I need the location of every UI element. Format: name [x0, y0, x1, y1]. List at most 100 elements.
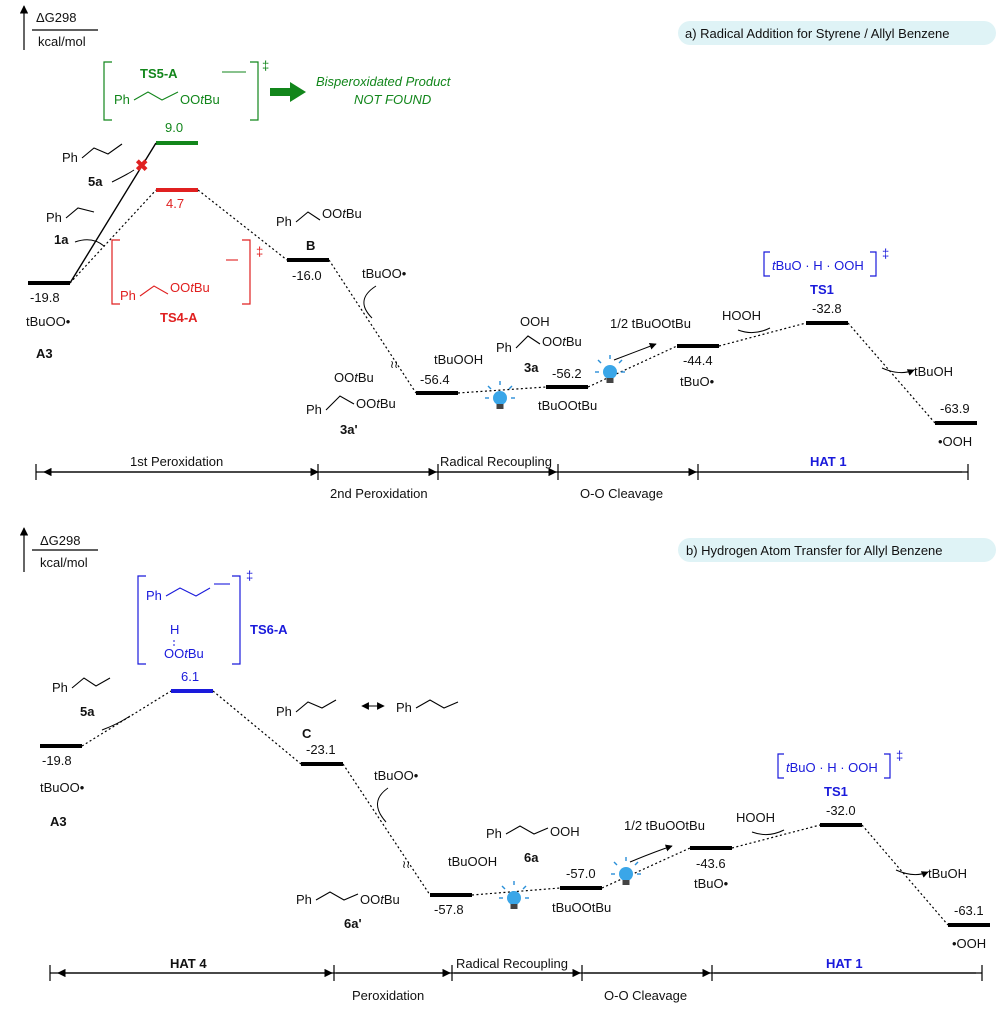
label-TS1: TS1 — [810, 282, 834, 297]
svg-text:Ph: Ph — [146, 588, 162, 603]
value-3a-prime: -56.4 — [420, 372, 450, 387]
stage-label: HAT 4 — [170, 956, 207, 971]
species-tBuOO-add: tBuOO• — [362, 266, 407, 281]
axis-unit: kcal/mol — [38, 34, 86, 49]
value-TS4A: 4.7 — [166, 196, 184, 211]
svg-text:≀≀: ≀≀ — [402, 859, 410, 871]
stage-label: Radical Recoupling — [440, 454, 552, 469]
value-final: -63.1 — [954, 903, 984, 918]
species-HOOH: HOOH — [736, 810, 775, 825]
species-tBuOOH: tBuOOH — [434, 352, 483, 367]
svg-text:Ph: Ph — [276, 704, 292, 719]
label-6a: 6a — [524, 850, 539, 865]
panel-b: ΔG298 kcal/mol b) Hydrogen Atom Transfer… — [19, 527, 996, 1003]
svg-text:‡: ‡ — [262, 58, 269, 73]
stage-label: HAT 1 — [810, 454, 847, 469]
stage-label: O-O Cleavage — [604, 988, 687, 1003]
panel-title: a) Radical Addition for Styrene / Allyl … — [685, 26, 949, 41]
species-tBuO: tBuO• — [694, 876, 729, 891]
species-OOH: •OOH — [938, 434, 972, 449]
species-tBuOO-start: tBuOO• — [26, 314, 71, 329]
svg-text:✖: ✖ — [135, 158, 148, 175]
stage-label: HAT 1 — [826, 956, 863, 971]
svg-text:OOtBu: OOtBu — [360, 892, 400, 907]
svg-text:OOtBu: OOtBu — [542, 334, 582, 349]
svg-text:Ph: Ph — [52, 680, 68, 695]
species-tBuOO-start: tBuOO• — [40, 780, 85, 795]
label-B: B — [306, 238, 315, 253]
value-3a: -56.2 — [552, 366, 582, 381]
svg-text:Ph: Ph — [62, 150, 78, 165]
value-6a: -57.0 — [566, 866, 596, 881]
stage-label: 1st Peroxidation — [130, 454, 223, 469]
species-OOH: •OOH — [952, 936, 986, 951]
value-cleave: -44.4 — [683, 353, 713, 368]
species-half-tBuOOtBu: 1/2 tBuOOtBu — [610, 316, 691, 331]
svg-text:Ph: Ph — [296, 892, 312, 907]
stage-label: O-O Cleavage — [580, 486, 663, 501]
value-6a-prime: -57.8 — [434, 902, 464, 917]
svg-text:tBuO · H · OOH: tBuO · H · OOH — [786, 760, 878, 775]
svg-text:OOH: OOH — [550, 824, 580, 839]
label-6a-prime: 6a' — [344, 916, 362, 931]
species-tBuOH: tBuOH — [928, 866, 967, 881]
panel-title: b) Hydrogen Atom Transfer for Allyl Benz… — [686, 543, 943, 558]
value-TS5A: 9.0 — [165, 120, 183, 135]
axis-label: ΔG298 — [36, 10, 77, 25]
label-A3: A3 — [50, 814, 67, 829]
light-bulb-icon — [484, 380, 516, 410]
svg-text:Ph: Ph — [496, 340, 512, 355]
axis-label: ΔG298 — [40, 533, 81, 548]
svg-text:‡: ‡ — [246, 568, 253, 583]
species-tBuOOH: tBuOOH — [448, 854, 497, 869]
svg-text:OOtBu: OOtBu — [356, 396, 396, 411]
svg-text:≀≀: ≀≀ — [390, 359, 398, 371]
value-TS1: -32.0 — [826, 803, 856, 818]
note-bisperox-2: NOT FOUND — [354, 92, 431, 107]
value-TS1: -32.8 — [812, 301, 842, 316]
label-5a: 5a — [80, 704, 95, 719]
label-A3: A3 — [36, 346, 53, 361]
label-TS6A: TS6-A — [250, 622, 288, 637]
panel-a: ΔG298 kcal/mol a) Radical Addition for S… — [19, 5, 996, 501]
label-TS1: TS1 — [824, 784, 848, 799]
value-C: -23.1 — [306, 742, 336, 757]
species-tBuO: tBuO• — [680, 374, 715, 389]
svg-text:Ph: Ph — [276, 214, 292, 229]
stage-label: Peroxidation — [352, 988, 424, 1003]
axis-unit: kcal/mol — [40, 555, 88, 570]
species-tBuOOtBu: tBuOOtBu — [538, 398, 597, 413]
value-cleave: -43.6 — [696, 856, 726, 871]
svg-text:Ph: Ph — [120, 288, 136, 303]
stage-label: 2nd Peroxidation — [330, 486, 428, 501]
svg-text:OOH: OOH — [520, 314, 550, 329]
svg-text:Ph: Ph — [114, 92, 130, 107]
svg-text:OOtBu: OOtBu — [334, 370, 374, 385]
svg-text:Ph: Ph — [486, 826, 502, 841]
value-A3: -19.8 — [30, 290, 60, 305]
svg-text:OOtBu: OOtBu — [164, 646, 204, 661]
stage-label: Radical Recoupling — [456, 956, 568, 971]
label-TS4A: TS4-A — [160, 310, 198, 325]
svg-text:OOtBu: OOtBu — [180, 92, 220, 107]
svg-text:‡: ‡ — [896, 748, 903, 763]
svg-text:Ph: Ph — [46, 210, 62, 225]
svg-text:Ph: Ph — [396, 700, 412, 715]
value-A3: -19.8 — [42, 753, 72, 768]
species-tBuOO-add: tBuOO• — [374, 768, 419, 783]
svg-text:H: H — [170, 622, 179, 637]
value-TS6A: 6.1 — [181, 669, 199, 684]
label-3a: 3a — [524, 360, 539, 375]
svg-text:‡: ‡ — [882, 246, 889, 261]
svg-text:OOtBu: OOtBu — [170, 280, 210, 295]
svg-text:‡: ‡ — [256, 244, 263, 259]
value-B: -16.0 — [292, 268, 322, 283]
svg-text:tBuO · H · OOH: tBuO · H · OOH — [772, 258, 864, 273]
note-bisperox-1: Bisperoxidated Product — [316, 74, 452, 89]
light-bulb-icon — [610, 856, 642, 886]
species-HOOH: HOOH — [722, 308, 761, 323]
label-1a: 1a — [54, 232, 69, 247]
label-C: C — [302, 726, 312, 741]
value-final: -63.9 — [940, 401, 970, 416]
